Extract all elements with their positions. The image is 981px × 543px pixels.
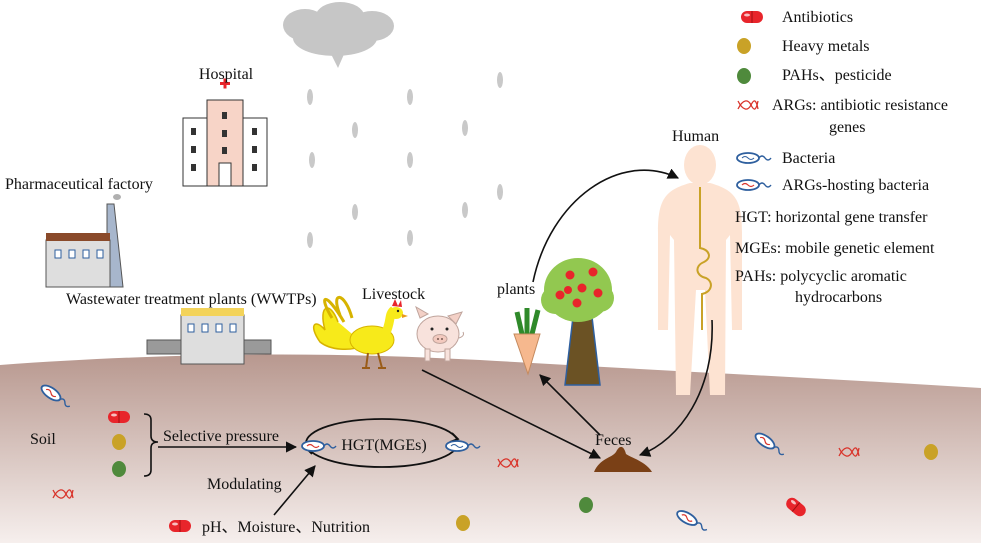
apple-tree-icon xyxy=(541,258,614,386)
wwtp-building-icon xyxy=(146,308,272,365)
legend-text-6: HGT: horizontal gene transfer xyxy=(735,209,928,226)
soil-label: Soil xyxy=(30,431,56,448)
legend-bacteria-icon xyxy=(736,152,772,164)
soil-pah-icon xyxy=(112,461,126,477)
pig-icon xyxy=(415,305,464,362)
legend-text-8: PAHs: polycyclic aromatic xyxy=(735,268,907,285)
legend-arg-helix-icon xyxy=(737,100,759,110)
soil-ground xyxy=(0,354,981,543)
legend-text-7: MGEs: mobile genetic element xyxy=(735,240,935,257)
selective-pressure-label: Selective pressure xyxy=(163,428,279,445)
rain-cloud-icon xyxy=(283,2,394,68)
legend-pah-pesticide-icon xyxy=(737,68,751,84)
soil-heavy-metal-icon xyxy=(924,444,938,460)
arrow-feces-to-plants xyxy=(539,374,601,436)
feces-icon xyxy=(594,446,652,472)
legend-text-0: Antibiotics xyxy=(782,9,853,26)
legend-text-1: Heavy metals xyxy=(782,38,870,55)
soil-heavy-metal-icon xyxy=(456,515,470,531)
human-silhouette-icon xyxy=(658,145,742,395)
ph-pill-icon xyxy=(168,519,192,533)
legend-text-4: Bacteria xyxy=(782,150,835,167)
legend-text-8b: hydrocarbons xyxy=(795,289,882,306)
soil-factor-bracket xyxy=(143,413,159,477)
pharmaceutical-factory-icon xyxy=(45,194,124,288)
hgt-label: HGT(MGEs) xyxy=(341,437,426,454)
carrot-icon xyxy=(513,308,541,376)
feces-label: Feces xyxy=(595,432,631,449)
hospital-building-icon xyxy=(182,78,268,187)
livestock-label: Livestock xyxy=(362,286,425,303)
chicken-icon xyxy=(312,295,408,369)
legend-text-3b: genes xyxy=(829,119,865,136)
pharmaceutical-factory-label: Pharmaceutical factory xyxy=(5,176,153,193)
legend-text-2: PAHs、pesticide xyxy=(782,67,892,84)
legend-text-5: ARGs-hosting bacteria xyxy=(782,177,929,194)
soil-antibiotic-pill-icon xyxy=(107,410,131,424)
legend: Antibiotics Heavy metals PAHs、pesticide … xyxy=(735,9,948,306)
ph-moisture-nutrition-label: pH、Moisture、Nutrition xyxy=(202,519,370,536)
plants-label: plants xyxy=(497,281,535,298)
arrow-modulating xyxy=(273,465,316,516)
hospital-label: Hospital xyxy=(199,66,254,83)
modulating-label: Modulating xyxy=(207,476,282,493)
arrow-livestock-to-feces xyxy=(421,369,602,459)
wwtp-label: Wastewater treatment plants (WWTPs) xyxy=(66,291,317,308)
legend-text-3: ARGs: antibiotic resistance xyxy=(772,97,948,114)
legend-heavy-metal-icon xyxy=(737,38,751,54)
legend-arg-hosting-bacteria-icon xyxy=(736,179,772,191)
arrow-plants-to-human xyxy=(532,168,680,283)
soil-pah-icon xyxy=(579,497,593,513)
soil-heavy-metal-icon xyxy=(112,434,126,450)
arrow-human-to-feces xyxy=(638,319,713,457)
human-label: Human xyxy=(672,128,719,145)
raindrops xyxy=(307,72,503,248)
legend-antibiotic-pill-icon xyxy=(740,10,764,24)
